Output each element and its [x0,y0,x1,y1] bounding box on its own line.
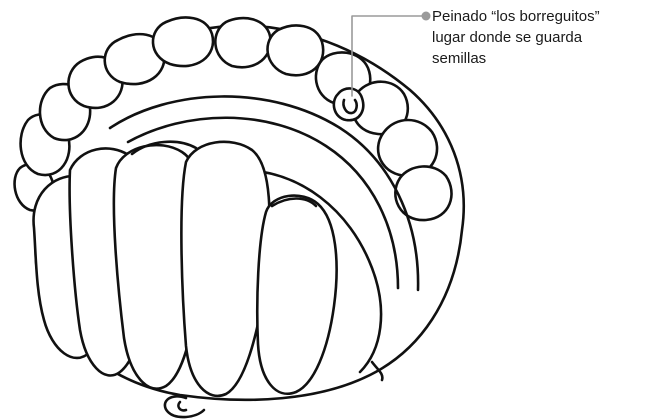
callout-line-1: Peinado “los borreguitos” [432,6,650,27]
roll-top-5 [268,26,324,76]
bottom-hook-inner [178,402,186,410]
callout-dot [422,12,431,21]
callout-annotation: Peinado “los borreguitos” lugar donde se… [432,6,650,69]
roll-top-3 [153,18,213,67]
roll-top-4 [215,18,270,67]
roll-right-4 [395,166,451,220]
callout-line-2: lugar donde se guarda [432,27,650,48]
callout-line-3: semillas [432,48,650,69]
bottom-hook [165,396,204,417]
seed-pocket [334,88,363,120]
